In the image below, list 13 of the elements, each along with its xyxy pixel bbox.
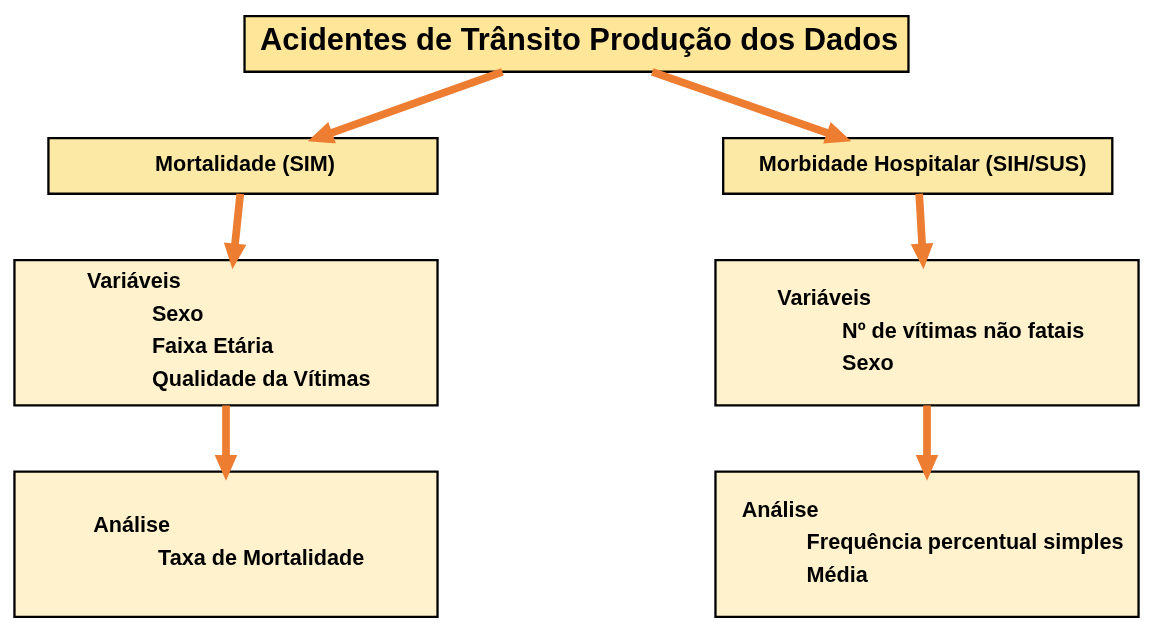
node-box: Mortalidade (SIM) [47, 136, 439, 195]
node-box: Análise Taxa de Mortalidade [13, 470, 439, 618]
node-box: Variáveis Sexo Faixa Etária Qualidade da Vítimas [13, 258, 439, 406]
arrow [910, 193, 934, 269]
arrow [915, 404, 939, 481]
arrow [307, 67, 504, 143]
arrow [223, 192, 247, 269]
node-box: Morbidade Hospitalar (SIH/SUS) [722, 136, 1114, 195]
node-box: Variáveis Nº de vítimas não fatais Sexo [714, 258, 1140, 406]
node-box: Acidentes de Trânsito Produção dos Dados [243, 14, 910, 73]
arrow [650, 67, 852, 143]
arrow [214, 404, 238, 481]
node-box: Análise Frequência percentual simples Média [714, 470, 1140, 618]
